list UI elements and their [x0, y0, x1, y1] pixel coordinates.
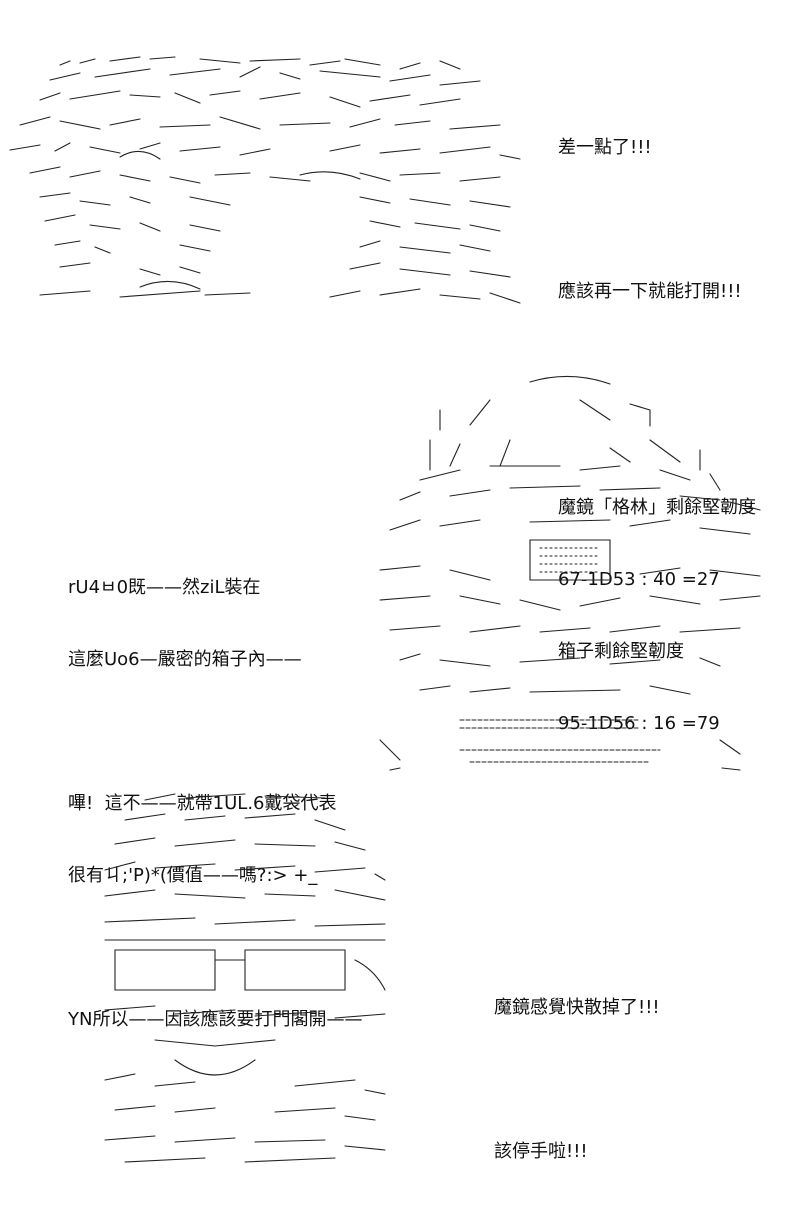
- text-line: 差一點了!!!: [558, 137, 652, 158]
- text-line: 該停手啦!!!: [494, 1141, 588, 1162]
- panel-1: 差一點了!!! 應該再一下就能打開!!! 魔鏡「格林」剩餘堅韌度 67-1D53…: [0, 0, 800, 734]
- gorilla-ascii-art: [0, 55, 530, 320]
- text-line: 箱子剩餘堅韌度: [558, 641, 684, 662]
- text-line: 魔鏡「格林」剩餘堅韌度: [558, 497, 756, 518]
- text-line: 95-1D56 : 16 =79: [558, 713, 720, 734]
- text-line: 魔鏡感覺快散掉了!!!: [494, 997, 660, 1018]
- text-line: 很有ㄐ;'P)*(價值——嗎?:> +_: [68, 865, 318, 886]
- screaming-face-ascii-art: [360, 370, 780, 780]
- panel-3-text: 魔鏡感覺快散掉了!!! 該停手啦!!!: [494, 948, 660, 1212]
- panel-2-text: rU4ㅂ0既——然ziL裝在 這麼Uo6—嚴密的箱子內—— 嗶! 這不——就帶1…: [68, 528, 362, 1080]
- panel-3: 魔鏡感覺快散掉了!!! 該停手啦!!!: [0, 790, 800, 1200]
- panel-2: rU4ㅂ0既——然ziL裝在 這麼Uo6—嚴密的箱子內—— 嗶! 這不——就帶1…: [0, 360, 800, 1030]
- text-line: [494, 1068, 660, 1092]
- text-line: 這麼Uo6—嚴密的箱子內——: [68, 649, 302, 670]
- text-line: [558, 208, 756, 232]
- text-line: 應該再一下就能打開!!!: [558, 281, 742, 302]
- text-line: 嗶! 這不——就帶1UL.6戴袋代表: [68, 793, 337, 814]
- sunglasses-face-ascii-art: [95, 790, 395, 1170]
- text-line: rU4ㅂ0既——然ziL裝在: [68, 577, 261, 598]
- text-line: [68, 720, 362, 744]
